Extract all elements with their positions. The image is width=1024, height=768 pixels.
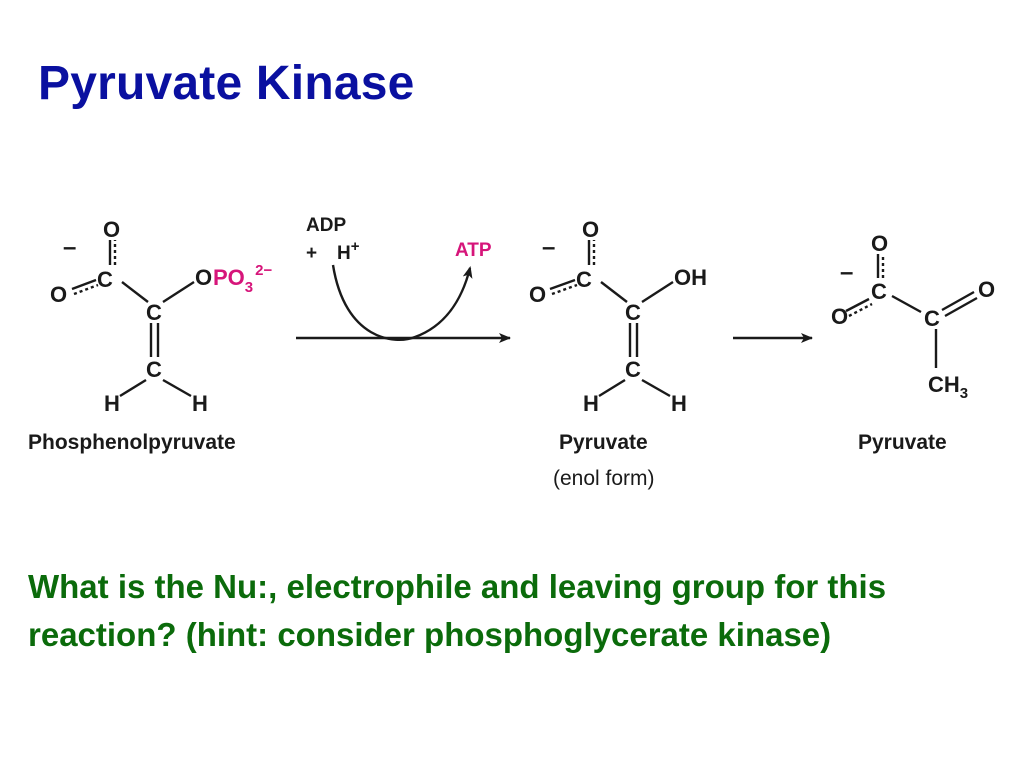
atom-c3-1: C bbox=[146, 357, 162, 382]
question-text: What is the Nu:, electrophile and leavin… bbox=[28, 568, 887, 653]
reactant-name: Phosphenolpyruvate bbox=[28, 431, 236, 454]
atom-o-left-3: O bbox=[831, 304, 848, 329]
negative-charge-1: – bbox=[63, 234, 76, 261]
phosphate-group: PO32− bbox=[213, 262, 272, 296]
molecule-pyruvate-keto bbox=[845, 254, 978, 368]
cofactor-plus: + bbox=[306, 243, 317, 264]
cofactor-adp: ADP bbox=[306, 215, 346, 236]
atom-o-top-1: O bbox=[103, 217, 120, 242]
atom-c2-3: C bbox=[924, 306, 940, 331]
atom-c-carboxyl-3: C bbox=[871, 279, 887, 304]
negative-charge-2: – bbox=[542, 234, 555, 261]
atom-h-right-1: H bbox=[192, 391, 208, 416]
methyl-group: CH3 bbox=[928, 372, 968, 402]
atom-c2-2: C bbox=[625, 300, 641, 325]
atom-o-left-1: O bbox=[50, 282, 67, 307]
intermediate-name: Pyruvate bbox=[559, 431, 648, 454]
intermediate-form: (enol form) bbox=[553, 467, 655, 490]
hydroxyl-group: OH bbox=[674, 265, 707, 290]
atom-o-top-3: O bbox=[871, 231, 888, 256]
slide-title: Pyruvate Kinase bbox=[38, 57, 415, 110]
atom-c2-1: C bbox=[146, 300, 162, 325]
atom-o-left-2: O bbox=[529, 282, 546, 307]
negative-charge-3: – bbox=[840, 259, 853, 286]
atom-h-left-1: H bbox=[104, 391, 120, 416]
atom-h-left-2: H bbox=[583, 391, 599, 416]
atom-c-carboxyl-1: C bbox=[97, 267, 113, 292]
cofactor-atp: ATP bbox=[455, 240, 492, 261]
molecule-pyruvate-enol bbox=[549, 240, 674, 398]
cofactor-proton: H+ bbox=[337, 238, 360, 264]
atom-c-carboxyl-2: C bbox=[576, 267, 592, 292]
molecule-phosphoenolpyruvate bbox=[71, 240, 195, 398]
product-name: Pyruvate bbox=[858, 431, 947, 454]
atom-c3-2: C bbox=[625, 357, 641, 382]
atom-o-top-2: O bbox=[582, 217, 599, 242]
atom-o-phosphate-1: O bbox=[195, 265, 212, 290]
atom-h-right-2: H bbox=[671, 391, 687, 416]
cofactor-curved-arrow bbox=[331, 264, 473, 341]
atom-o-ketone-3: O bbox=[978, 277, 995, 302]
